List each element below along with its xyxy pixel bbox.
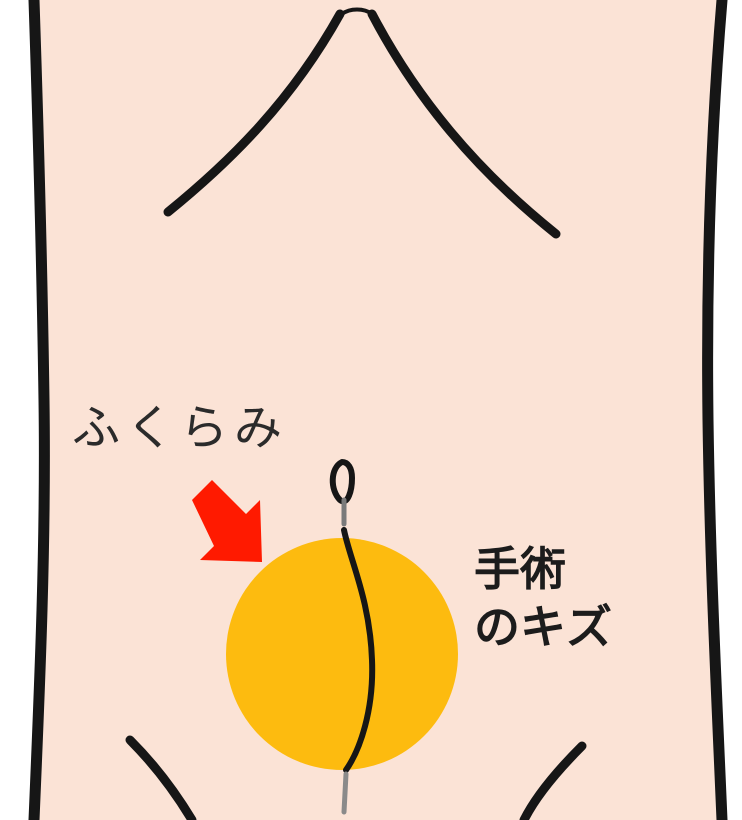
surgical-scar-label-line1: 手術: [474, 540, 612, 598]
surgical-scar-label-line2: のキズ: [474, 598, 612, 656]
bulge-label: ふくらみ: [72, 388, 288, 458]
surgical-scar-label: 手術 のキズ: [474, 540, 612, 656]
bulge-circle: [226, 538, 458, 770]
surgical-scar-tail: [344, 774, 346, 812]
